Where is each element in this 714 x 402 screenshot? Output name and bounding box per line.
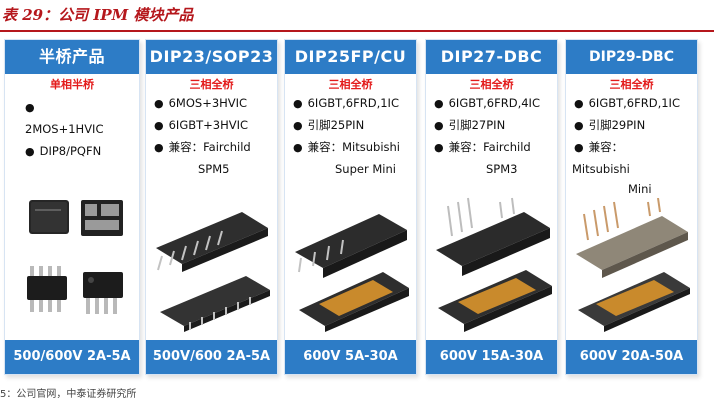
bullet-icon: ● [574, 119, 584, 132]
bullet-icon: ● [25, 101, 35, 114]
spec-line: Super Mini [335, 162, 396, 176]
bullet-icon: ● [293, 97, 303, 110]
product-card-dip29: DIP29-DBC 三相全桥 ●6IGBT,6FRD,1IC ●引脚29PIN … [565, 39, 698, 375]
spec-line: ●引脚25PIN [293, 118, 365, 132]
spec-line: ●6MOS+3HVIC [154, 96, 248, 110]
card-subtitle: 三相全桥 [469, 78, 514, 91]
dip-module-image [156, 212, 270, 332]
product-card-half-bridge: 半桥产品 单相半桥 ● 2MOS+1HVIC ●DIP8/PQFN 500/60… [4, 39, 140, 375]
bullet-icon: ● [293, 119, 303, 132]
source-note: 5：公司官网，中泰证券研究所 [0, 389, 137, 400]
bullet-icon: ● [434, 97, 444, 110]
figure-title: 表 29：公司 IPM 模块产品 [2, 6, 194, 24]
product-card-dip25: DIP25FP/CU 三相全桥 ●6IGBT,6FRD,1IC ●引脚25PIN… [284, 39, 417, 375]
card-footer: 500/600V 2A-5A [5, 340, 139, 374]
card-subtitle: 三相全桥 [609, 78, 654, 91]
title-rule [0, 30, 714, 32]
spec-line: ●6IGBT,6FRD,4IC [434, 96, 540, 110]
card-header: DIP25FP/CU [285, 40, 416, 74]
spec-line: ●兼容：Fairchild [434, 140, 531, 154]
card-header: DIP27-DBC [426, 40, 557, 74]
spec-line: ●引脚29PIN [574, 118, 646, 132]
card-subtitle: 三相全桥 [328, 78, 373, 91]
spec-line: ●兼容： [574, 140, 624, 154]
product-card-dip27: DIP27-DBC 三相全桥 ●6IGBT,6FRD,4IC ●引脚27PIN … [425, 39, 558, 375]
spec-line: ●兼容：Fairchild [154, 140, 251, 154]
card-subtitle: 三相全桥 [189, 78, 234, 91]
card-footer: 600V 5A-30A [285, 340, 416, 374]
spec-line: Mitsubishi [572, 162, 630, 176]
bullet-icon: ● [574, 97, 584, 110]
spec-line: ●6IGBT,6FRD,1IC [574, 96, 680, 110]
spec-line: ● [25, 96, 40, 119]
card-header: DIP23/SOP23 [146, 40, 277, 74]
spec-line: ●DIP8/PQFN [25, 144, 102, 158]
spec-line: ●6IGBT,6FRD,1IC [293, 96, 399, 110]
chip-package-image [27, 200, 123, 314]
spec-line: ●兼容：Mitsubishi [293, 140, 400, 154]
dbc-module-image [576, 198, 690, 332]
bullet-icon: ● [154, 97, 164, 110]
spec-line: SPM3 [486, 162, 518, 176]
bullet-icon: ● [154, 141, 164, 154]
spec-line: Mini [628, 182, 652, 196]
bullet-icon: ● [434, 119, 444, 132]
card-header: DIP29-DBC [566, 40, 697, 74]
card-footer: 500V/600 2A-5A [146, 340, 277, 374]
card-header: 半桥产品 [5, 40, 139, 74]
card-subtitle: 单相半桥 [50, 78, 94, 91]
card-footer: 600V 20A-50A [566, 340, 697, 374]
card-footer: 600V 15A-30A [426, 340, 557, 374]
bullet-icon: ● [434, 141, 444, 154]
dbc-module-image [436, 197, 552, 332]
bullet-icon: ● [154, 119, 164, 132]
product-card-dip23: DIP23/SOP23 三相全桥 ●6MOS+3HVIC ●6IGBT+3HVI… [145, 39, 278, 375]
bullet-icon: ● [293, 141, 303, 154]
bullet-icon: ● [25, 145, 35, 158]
bullet-icon: ● [574, 141, 584, 154]
spec-line: ●6IGBT+3HVIC [154, 118, 249, 132]
spec-line: SPM5 [198, 162, 230, 176]
spec-line: ●引脚27PIN [434, 118, 506, 132]
dip-module-image [295, 214, 409, 332]
spec-line: 2MOS+1HVIC [25, 122, 104, 136]
